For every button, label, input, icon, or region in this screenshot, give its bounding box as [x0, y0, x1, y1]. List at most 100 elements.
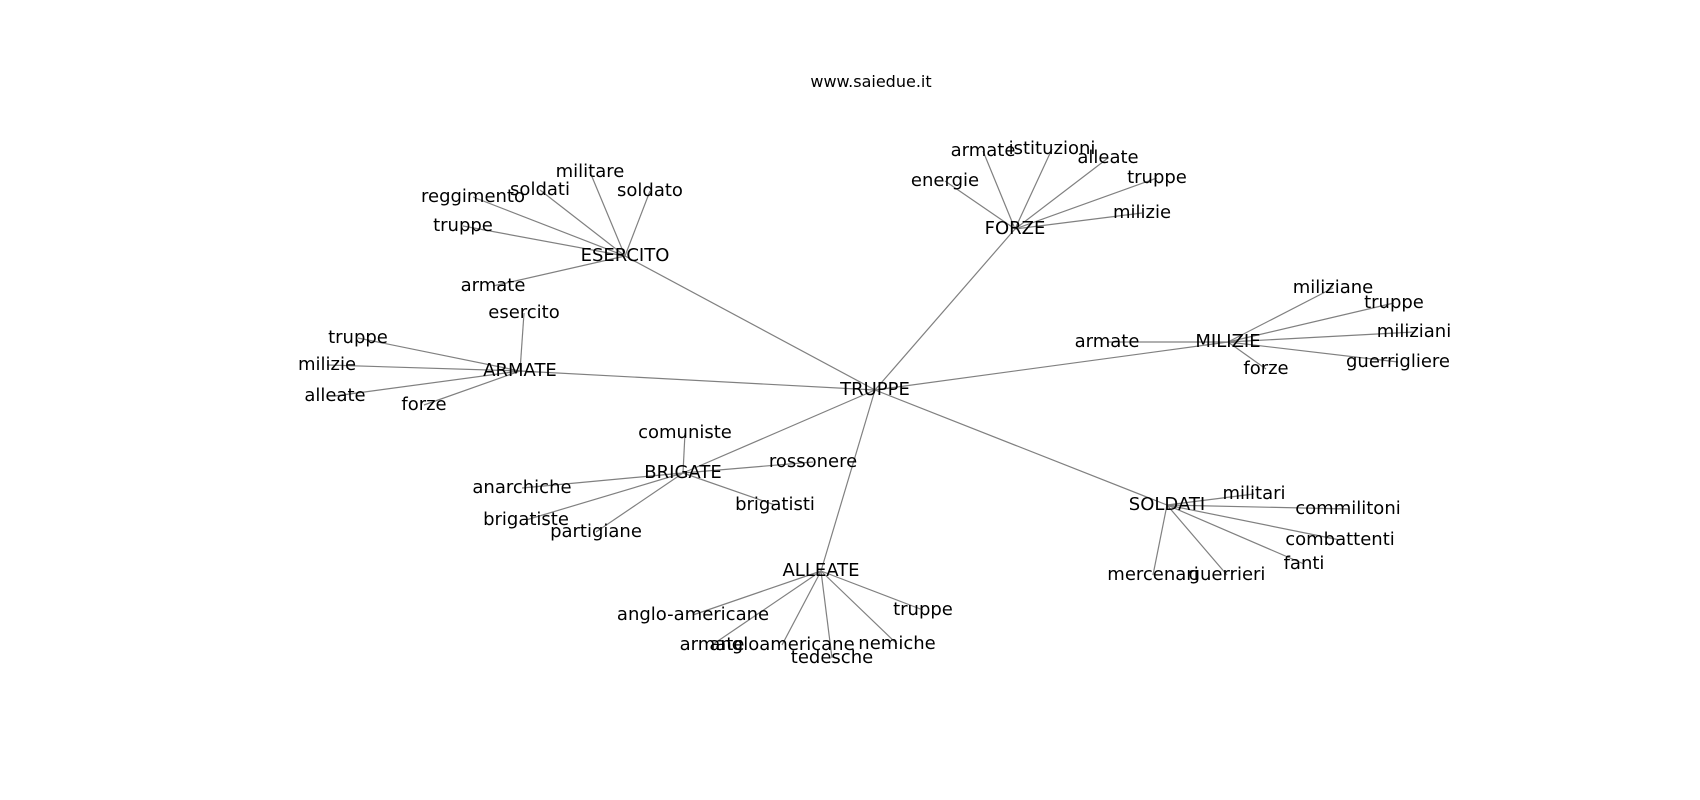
node-hub-milizie: MILIZIE [1195, 331, 1260, 352]
edge-center-esercito [624, 255, 876, 391]
edge-soldati-militari [1166, 493, 1255, 506]
node-word-brigate-comuniste: comuniste [638, 422, 732, 443]
node-word-armate-truppe: truppe [328, 327, 388, 348]
page-title: www.saiedue.it [810, 72, 932, 91]
edge-center-brigate [682, 389, 876, 474]
edge-armate-milizie [326, 364, 521, 372]
node-hub-brigate: BRIGATE [644, 462, 721, 483]
edge-milizie-forze [1227, 341, 1267, 370]
node-word-milizie-truppe: truppe [1364, 292, 1424, 313]
node-word-armate-forze: forze [401, 394, 446, 415]
node-word-milizie-armate: armate [1075, 331, 1140, 352]
edge-brigate-rossonere [682, 461, 814, 474]
edge-forze-istituzioni [1014, 148, 1053, 230]
graph-edges [326, 148, 1415, 659]
node-word-esercito-reggimento: reggimento [421, 186, 525, 207]
edge-esercito-soldati [539, 189, 626, 257]
edge-alleate-truppe [820, 570, 924, 611]
node-hub-esercito: ESERCITO [581, 245, 670, 266]
node-word-esercito-militare: militare [556, 161, 625, 182]
node-word-alleate-truppe: truppe [893, 599, 953, 620]
node-word-soldati-fanti: fanti [1284, 553, 1325, 574]
edge-center-soldati [874, 389, 1168, 506]
edge-brigate-comuniste [682, 432, 686, 474]
edge-forze-milizie [1014, 212, 1143, 230]
edge-soldati-guerrieri [1166, 504, 1228, 576]
node-word-forze-armate: armate [951, 140, 1016, 161]
node-word-armate-esercito: esercito [488, 302, 560, 323]
node-word-soldati-militari: militari [1222, 483, 1285, 504]
node-word-alleate-armate: armate [680, 634, 745, 655]
node-hub-armate: ARMATE [483, 360, 557, 381]
node-hub-alleate: ALLEATE [782, 560, 859, 581]
node-word-soldati-combattenti: combattenti [1285, 529, 1395, 550]
node-word-forze-istituzioni: istituzioni [1009, 138, 1096, 159]
edge-esercito-reggimento [472, 196, 626, 257]
edge-milizie-miliziane [1227, 287, 1334, 343]
edge-brigate-brigatisti [682, 472, 776, 506]
edge-milizie-miliziani [1227, 331, 1415, 343]
edge-alleate-angloamericane [781, 570, 822, 646]
node-word-esercito-soldato: soldato [617, 180, 683, 201]
node-hub-soldati: SOLDATI [1129, 494, 1205, 515]
edge-forze-alleate [1014, 157, 1109, 230]
edge-center-armate [519, 370, 876, 391]
edge-center-alleate [820, 389, 876, 572]
edge-soldati-fanti [1166, 504, 1305, 565]
edge-center-milizie [874, 341, 1229, 391]
edge-alleate-nemiche [820, 570, 898, 645]
node-word-brigate-rossonere: rossonere [769, 451, 857, 472]
edge-center-forze [874, 228, 1016, 391]
edge-soldati-combattenti [1166, 504, 1341, 541]
node-word-armate-milizie: milizie [298, 354, 356, 375]
node-word-armate-alleate: alleate [304, 385, 365, 406]
edge-alleate-armate [711, 570, 822, 646]
node-word-alleate-anglo-americane: anglo-americane [617, 604, 769, 625]
node-center-truppe: TRUPPE [839, 379, 910, 400]
edge-forze-energie [944, 180, 1016, 230]
node-word-brigate-brigatisti: brigatisti [735, 494, 815, 515]
edge-armate-forze [423, 370, 521, 406]
edge-esercito-militare [589, 171, 626, 257]
node-word-milizie-miliziane: miliziane [1293, 277, 1374, 298]
node-word-esercito-armate: armate [461, 275, 526, 296]
edge-armate-truppe [357, 337, 521, 372]
node-word-alleate-angloamericane: angloamericane [709, 634, 854, 655]
edge-soldati-mercenari [1152, 504, 1168, 576]
node-word-forze-truppe: truppe [1127, 167, 1187, 188]
node-word-milizie-guerrigliere: guerrigliere [1346, 351, 1450, 372]
edge-armate-esercito [519, 312, 525, 372]
node-word-alleate-nemiche: nemiche [858, 633, 935, 654]
node-word-milizie-forze: forze [1243, 358, 1288, 379]
node-word-soldati-mercenari: mercenari [1107, 564, 1198, 585]
node-word-brigate-brigatiste: brigatiste [483, 509, 569, 530]
edge-alleate-tedesche [820, 570, 833, 659]
node-word-forze-energie: energie [911, 170, 979, 191]
edge-esercito-truppe [462, 225, 626, 257]
edge-brigate-anarchiche [521, 472, 684, 489]
node-word-forze-milizie: milizie [1113, 202, 1171, 223]
edge-forze-truppe [1014, 177, 1158, 230]
edge-esercito-armate [492, 255, 626, 287]
node-word-brigate-partigiane: partigiane [550, 521, 642, 542]
edge-milizie-guerrigliere [1227, 341, 1399, 363]
edge-esercito-soldato [624, 190, 651, 257]
node-word-esercito-truppe: truppe [433, 215, 493, 236]
edge-forze-armate [982, 150, 1016, 230]
node-word-soldati-guerrieri: guerrieri [1189, 564, 1266, 585]
edge-milizie-truppe [1227, 302, 1395, 343]
edge-brigate-brigatiste [525, 472, 684, 521]
edge-brigate-partigiane [595, 472, 684, 533]
edge-soldati-commilitoni [1166, 504, 1349, 510]
node-word-esercito-soldati: soldati [510, 179, 570, 200]
edge-alleate-anglo-americane [692, 570, 822, 616]
node-hub-forze: FORZE [985, 218, 1046, 239]
edge-armate-alleate [334, 370, 521, 397]
node-word-forze-alleate: alleate [1077, 147, 1138, 168]
node-word-alleate-tedesche: tedesche [791, 647, 873, 668]
node-word-milizie-miliziani: miliziani [1377, 321, 1451, 342]
node-word-brigate-anarchiche: anarchiche [472, 477, 571, 498]
node-word-soldati-commilitoni: commilitoni [1295, 498, 1400, 519]
